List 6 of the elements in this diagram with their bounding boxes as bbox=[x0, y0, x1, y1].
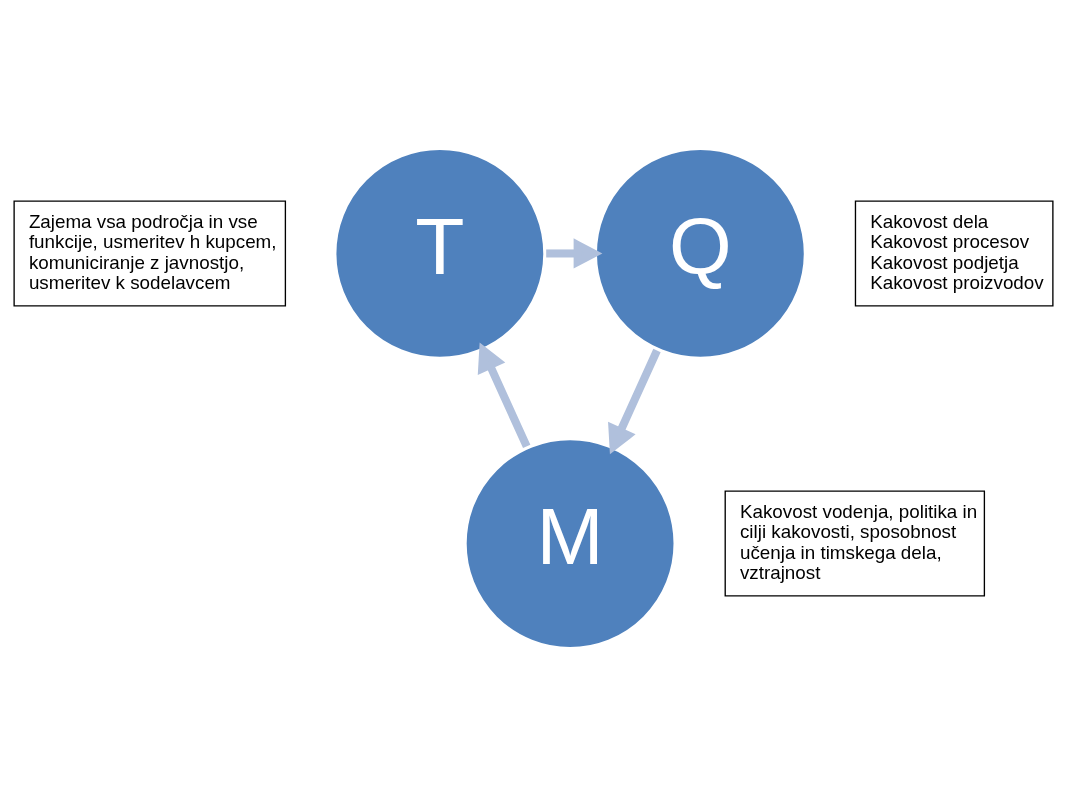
node-box: Kakovost dela Kakovost procesov Kakovost podjetja Kakovost proizvodov bbox=[854, 199, 1054, 306]
node-box: Kakovost vodenja, politika in cilji kakovosti, sposobnost učenja in timskega dela, vztrajnost bbox=[724, 490, 986, 597]
arrow bbox=[608, 348, 661, 454]
node-box: Zajema vsa področja in vse funkcije, usmeritev h kupcem, komuniciranje z javnostjo, usmeritev k sodelavcem bbox=[13, 199, 287, 306]
arrow bbox=[546, 237, 603, 269]
arrow bbox=[477, 342, 531, 448]
